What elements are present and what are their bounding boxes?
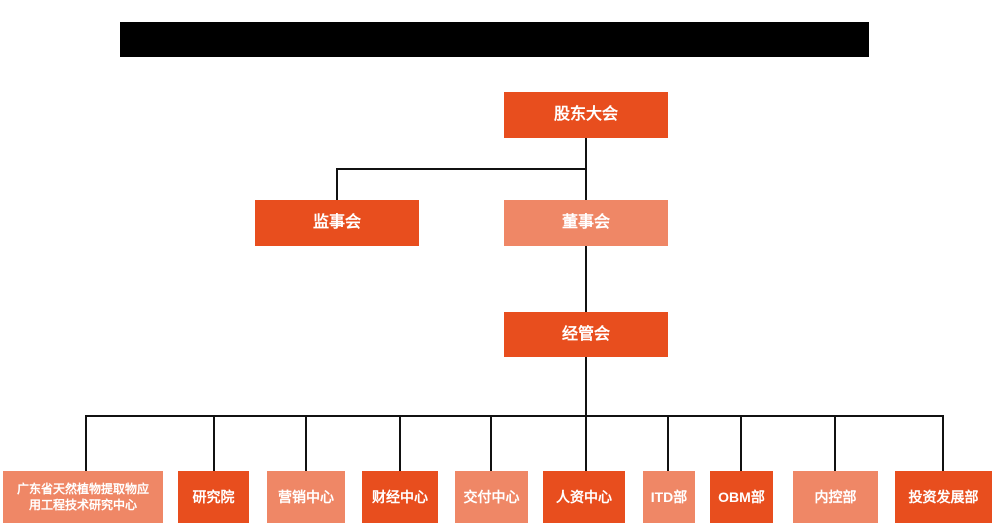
- node-obm-dept: OBM部: [710, 471, 773, 523]
- connector-drop-delivery-center: [490, 415, 492, 471]
- connector-drop-investment-dev: [942, 415, 944, 471]
- connector-branch-horizontal: [336, 168, 587, 170]
- connector-drop-hr-center: [585, 415, 587, 471]
- node-board-of-directors: 董事会: [504, 200, 668, 246]
- connector-drop-internal-control: [834, 415, 836, 471]
- node-research-institute: 研究院: [178, 471, 249, 523]
- connector-departments-rail: [85, 415, 944, 417]
- connector-management-to-rail: [585, 357, 587, 416]
- connector-drop-research-institute: [213, 415, 215, 471]
- node-investment-development-dept: 投资发展部: [895, 471, 992, 523]
- node-management-committee: 经管会: [504, 312, 668, 357]
- redacted-title-bar: [120, 22, 869, 57]
- connector-drop-obm-dept: [740, 415, 742, 471]
- node-guangdong-plant-extract-research-center: 广东省天然植物提取物应 用工程技术研究中心: [3, 471, 163, 523]
- node-marketing-center: 营销中心: [267, 471, 345, 523]
- node-finance-center: 财经中心: [362, 471, 438, 523]
- node-itd-dept: ITD部: [643, 471, 695, 523]
- node-internal-control-dept: 内控部: [793, 471, 878, 523]
- connector-board-to-management: [585, 246, 587, 312]
- node-supervisory-board: 监事会: [255, 200, 419, 246]
- connector-drop-finance-center: [399, 415, 401, 471]
- node-delivery-center: 交付中心: [455, 471, 528, 523]
- connector-drop-itd-dept: [667, 415, 669, 471]
- connector-drop-research-center: [85, 415, 87, 471]
- connector-to-supervisory: [336, 168, 338, 200]
- node-hr-center: 人资中心: [543, 471, 625, 523]
- connector-drop-marketing-center: [305, 415, 307, 471]
- node-shareholders-meeting: 股东大会: [504, 92, 668, 138]
